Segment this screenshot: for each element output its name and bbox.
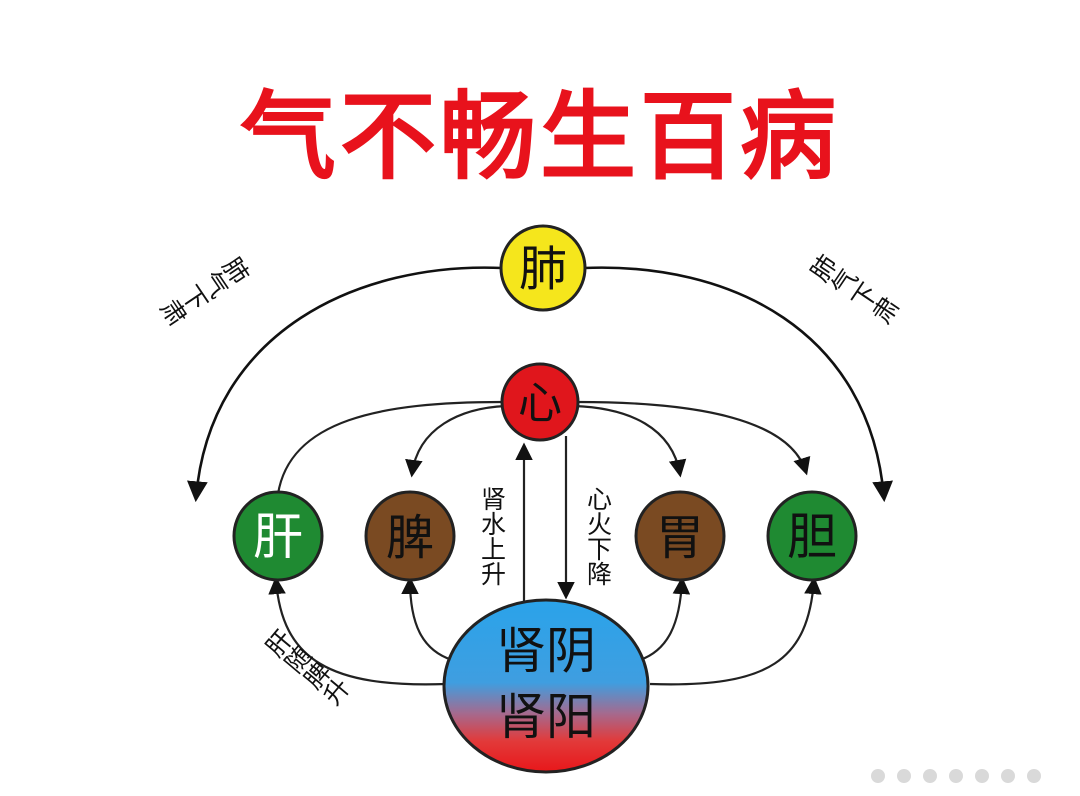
heart-node: 心 <box>500 362 580 442</box>
diagram-title: 气不畅生百病 <box>240 81 840 193</box>
arc-heart-to-spleen <box>405 404 507 478</box>
kidney-water-rises-label: 肾水上升 <box>478 486 507 586</box>
liver-label: 肝 <box>253 508 303 566</box>
arc-kidney-to-liver <box>268 576 447 686</box>
heart-fire-descends-label: 心火下降 <box>584 486 613 586</box>
arc-heart-to-gallbladder <box>577 400 811 476</box>
arc-lung-to-right <box>583 266 893 503</box>
lung-qi-right-label: 肺气下肃 <box>804 250 903 330</box>
arc-kidney-to-gallbladder <box>649 576 822 686</box>
watermark-dots <box>871 769 1041 783</box>
arc-kidney-to-stomach <box>639 576 691 662</box>
kidney-yang-label: 肾阳 <box>496 688 596 746</box>
spleen-node: 脾 <box>364 490 456 582</box>
lung-label: 肺 <box>519 241 567 297</box>
gallbladder-label: 胆 <box>787 508 837 566</box>
arc-lung-to-left <box>187 266 503 503</box>
liver-follows-spleen-label: 肝随脾升 <box>259 625 354 711</box>
lung-qi-left-label: 肺气下肃 <box>155 250 254 330</box>
heart-label: 心 <box>518 378 562 429</box>
kidney-node: 肾阴 肾阳 <box>442 598 650 774</box>
stomach-label: 胃 <box>656 510 704 566</box>
lung-node: 肺 <box>499 224 587 312</box>
liver-node: 肝 <box>232 490 324 582</box>
gallbladder-node: 胆 <box>766 490 858 582</box>
kidney-yin-label: 肾阴 <box>496 622 596 680</box>
arc-heart-to-stomach <box>573 404 687 478</box>
spleen-label: 脾 <box>386 510 434 566</box>
stomach-node: 胃 <box>634 490 726 582</box>
arc-kidney-to-spleen <box>401 576 453 662</box>
arc-heart-to-liver <box>276 400 503 495</box>
